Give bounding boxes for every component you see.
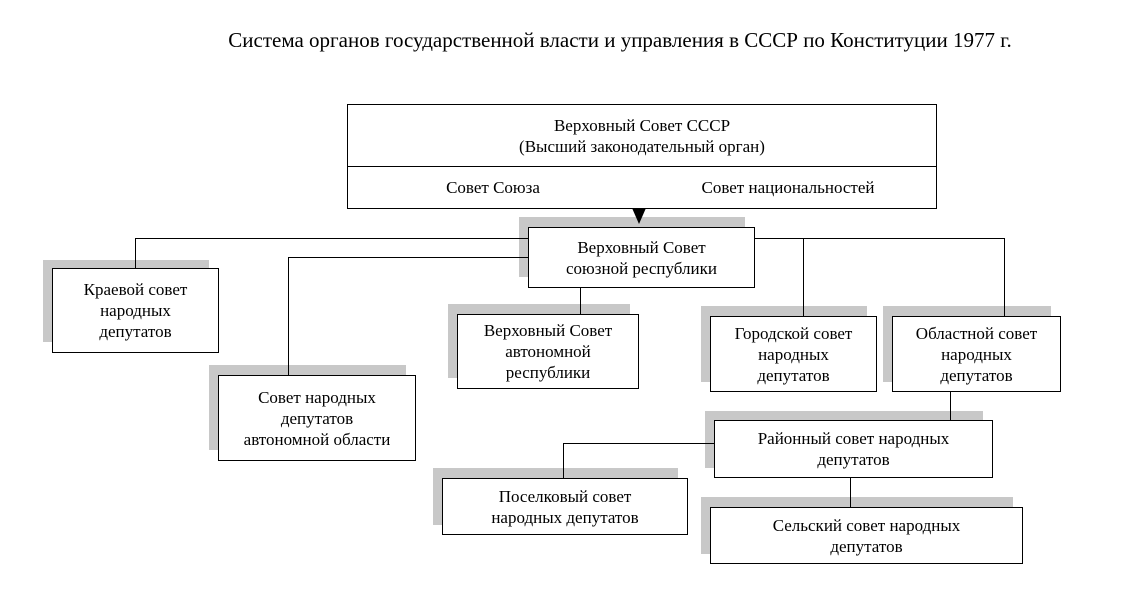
node-label-line: Сельский совет народных — [772, 515, 961, 535]
connector-bus-settlement — [563, 443, 715, 444]
node-oblast-soviet: Областной совет народных депутатов — [892, 316, 1061, 392]
node-city-soviet: Городской совет народных депутатов — [710, 316, 877, 392]
node-autonomous-republic: Верховный Совет автономной республики — [457, 314, 639, 389]
connector-bus-autonomous-region — [288, 257, 529, 258]
node-label-line: депутатов — [280, 408, 354, 428]
node-label-line: депутатов — [830, 536, 903, 556]
node-label-line: народных — [941, 344, 1012, 364]
connector-bus-right — [754, 238, 1005, 239]
supreme-soviet-header: Верховный Совет СССР (Высший законодател… — [348, 105, 936, 167]
node-label-line: народных — [758, 344, 829, 364]
node-label-line: республики — [505, 363, 591, 382]
connector-oblast — [1004, 238, 1005, 316]
node-label-line: Верховный Совет — [577, 237, 706, 257]
node-label-line: союзной республики — [566, 258, 717, 278]
node-label-line: автономной — [505, 342, 591, 361]
node-label-line: народных — [100, 301, 171, 320]
node-label-line: народных депутатов — [491, 507, 639, 527]
connector-settlement — [563, 443, 564, 478]
supreme-soviet-note: (Высший законодательный орган) — [519, 136, 765, 156]
connector-autonomous-region — [288, 257, 289, 375]
node-label-line: Областной совет — [915, 323, 1038, 343]
connector-bus-left — [135, 238, 529, 239]
connector-autonomous-republic — [580, 287, 581, 314]
node-label-line: Районный совет народных — [757, 429, 950, 448]
node-label-line: депутатов — [817, 450, 890, 469]
node-district-soviet: Районный совет народных депутатов — [714, 420, 993, 478]
arrow-down-icon — [632, 208, 646, 224]
node-label-line: депутатов — [940, 365, 1013, 385]
supreme-soviet-name: Верховный Совет СССР — [553, 115, 731, 135]
chamber-soviet-of-union: Совет Союза — [446, 178, 540, 197]
connector-oblast-to-district — [950, 390, 951, 420]
node-label-line: Верховный Совет — [483, 321, 613, 340]
connector-village — [850, 477, 851, 507]
node-autonomous-region-soviet: Совет народных депутатов автономной обла… — [218, 375, 416, 461]
node-label-line: автономной области — [243, 429, 391, 449]
node-label-line: Городской совет — [734, 323, 853, 343]
node-label-line: депутатов — [99, 322, 172, 341]
node-label-line: депутатов — [757, 365, 830, 385]
node-label-line: Поселковый совет — [498, 486, 632, 506]
node-label-line: Краевой совет — [83, 280, 188, 299]
connector-regional — [135, 238, 136, 268]
chamber-soviet-of-nationalities: Совет национальностей — [701, 178, 875, 197]
node-supreme-soviet-ussr: Верховный Совет СССР (Высший законодател… — [347, 104, 937, 209]
node-settlement-soviet: Поселковый совет народных депутатов — [442, 478, 688, 535]
node-village-soviet: Сельский совет народных депутатов — [710, 507, 1023, 564]
diagram-title: Система органов государственной власти и… — [228, 28, 1012, 52]
node-regional-soviet: Краевой совет народных депутатов — [52, 268, 219, 353]
connector-city — [803, 238, 804, 316]
node-label-line: Совет народных — [258, 387, 376, 407]
node-union-republic: Верховный Совет союзной республики — [528, 227, 755, 288]
